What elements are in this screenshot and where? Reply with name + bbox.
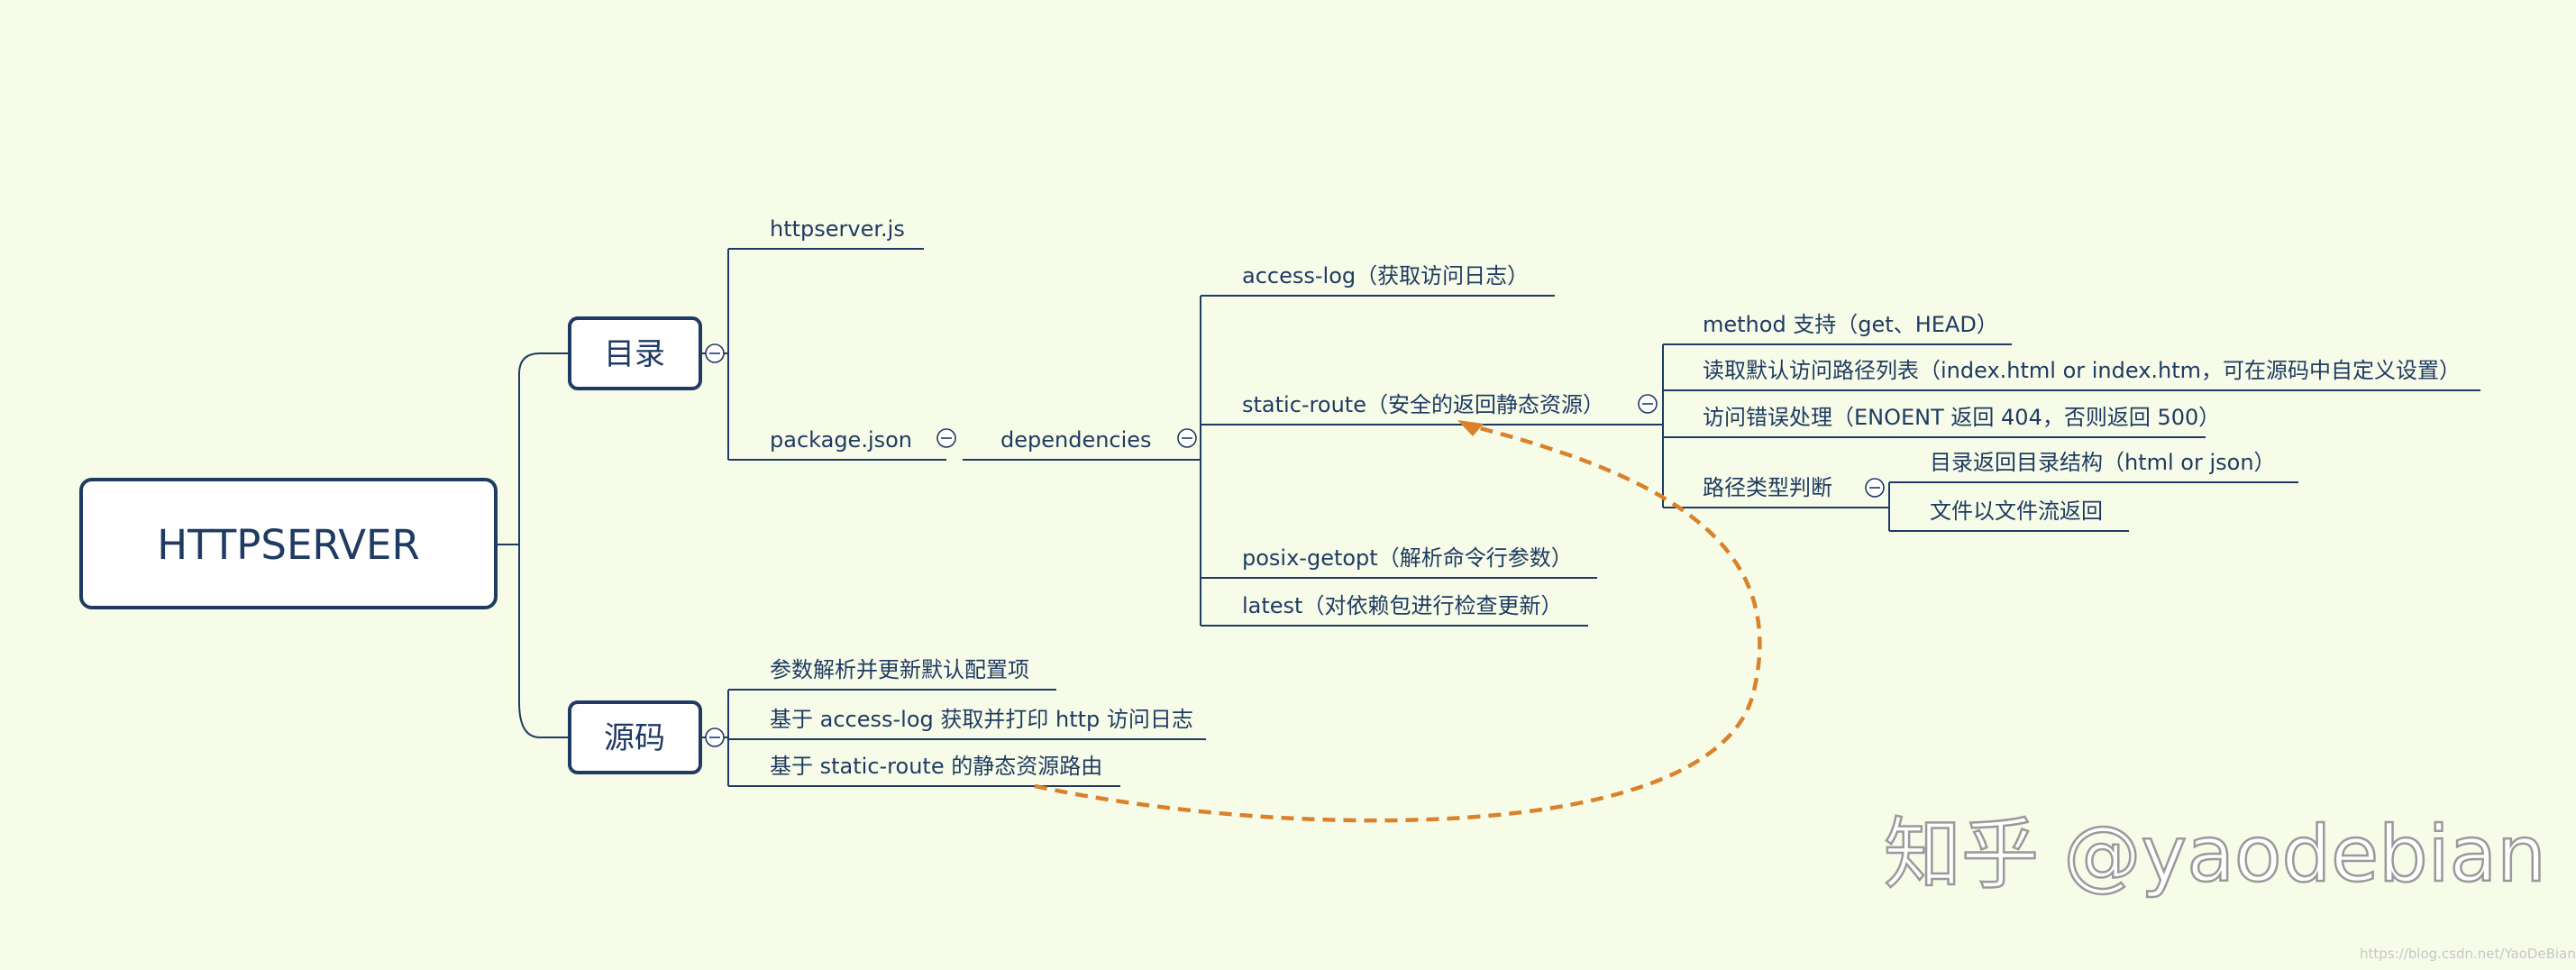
branch-src-node[interactable]: 源码	[568, 700, 702, 774]
static-route-connector	[1660, 343, 2480, 508]
relationship-arrow	[1034, 420, 1762, 823]
dependencies-label[interactable]: dependencies	[1000, 427, 1152, 453]
dependencies-collapse-icon[interactable]	[1177, 428, 1197, 448]
file-package-json[interactable]: package.json	[770, 427, 912, 453]
dep-static-route[interactable]: static-route（安全的返回静态资源）	[1242, 392, 1604, 417]
src-item-static-route[interactable]: 基于 static-route 的静态资源路由	[770, 754, 1102, 779]
path-type-file[interactable]: 文件以文件流返回	[1930, 499, 2103, 524]
file-httpserver-js[interactable]: httpserver.js	[770, 216, 905, 242]
branch-dir-label: 目录	[604, 336, 665, 372]
relation-arrowhead-icon	[1457, 420, 1484, 436]
branch-src-label: 源码	[604, 720, 665, 756]
feature-path-type[interactable]: 路径类型判断	[1703, 475, 1832, 500]
relation-dashed-curve	[1034, 423, 1762, 823]
src-item-args[interactable]: 参数解析并更新默认配置项	[770, 657, 1029, 682]
src-item-access-log[interactable]: 基于 access-log 获取并打印 http 访问日志	[770, 707, 1193, 732]
path-type-connector	[1866, 481, 2298, 532]
branch-src-box[interactable]	[568, 700, 702, 774]
connectors	[496, 248, 2480, 787]
root-node[interactable]: HTTPSERVER	[79, 478, 498, 609]
dep-access-log[interactable]: access-log（获取访问日志）	[1242, 263, 1529, 288]
watermark: 知乎 @yaodebian	[1884, 810, 2546, 900]
root-box[interactable]	[79, 478, 498, 609]
static-route-collapse-icon[interactable]	[1638, 394, 1658, 414]
branch-dir-box[interactable]	[568, 316, 702, 390]
root-connector	[496, 352, 570, 738]
branch-src-collapse-icon[interactable]	[705, 728, 725, 747]
feature-method-support[interactable]: method 支持（get、HEAD）	[1703, 312, 1998, 337]
path-type-collapse-icon[interactable]	[1865, 478, 1885, 498]
package-json-collapse-icon[interactable]	[936, 428, 956, 448]
watermark-url: https://blog.csdn.net/YaoDeBian	[2360, 946, 2576, 962]
branch-dir-collapse-icon[interactable]	[705, 343, 725, 363]
dep-posix-getopt[interactable]: posix-getopt（解析命令行参数）	[1242, 545, 1573, 571]
feature-default-paths[interactable]: 读取默认访问路径列表（index.html or index.htm，可在源码中…	[1703, 358, 2461, 383]
feature-error-handling[interactable]: 访问错误处理（ENOENT 返回 404，否则返回 500）	[1703, 405, 2220, 430]
path-type-directory[interactable]: 目录返回目录结构（html or json）	[1930, 450, 2276, 475]
branch-dir-node[interactable]: 目录	[568, 316, 702, 390]
root-label: HTTPSERVER	[157, 521, 419, 569]
dependencies-connector	[1176, 295, 1660, 627]
dep-latest[interactable]: latest（对依赖包进行检查更新）	[1242, 593, 1562, 618]
